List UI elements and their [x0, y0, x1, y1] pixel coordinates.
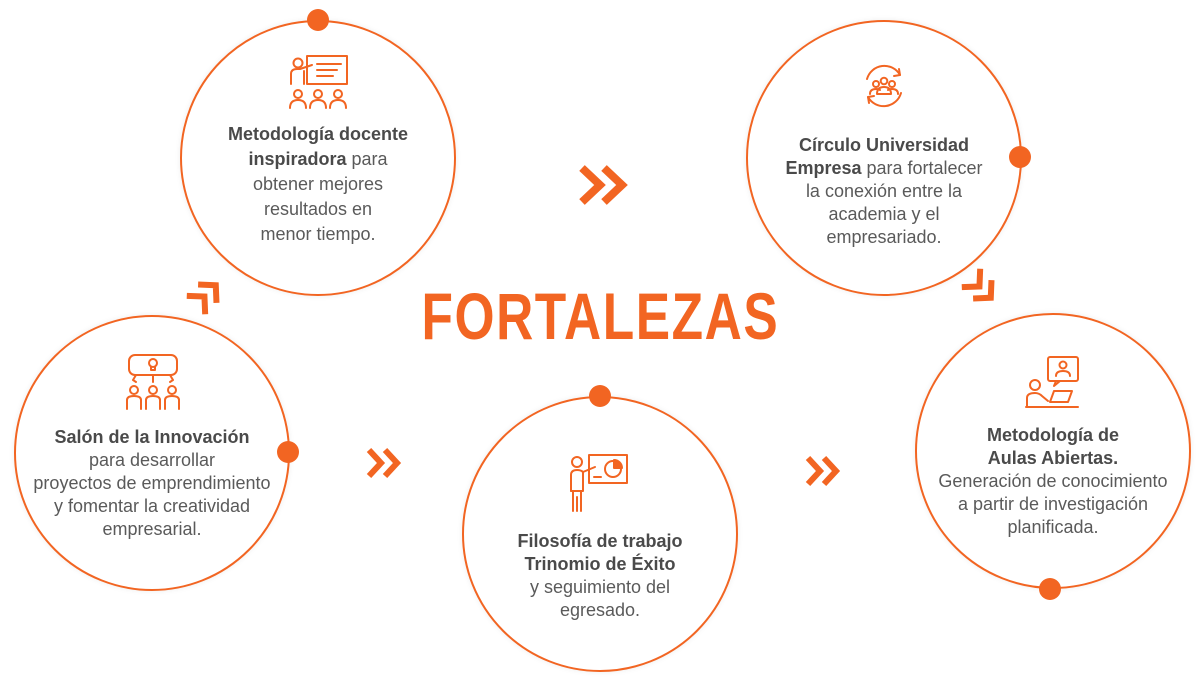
text-line: empresarial.: [102, 519, 202, 539]
text-circulo-universidad-empresa: Círculo Universidad Empresa para fortale…: [746, 134, 1022, 249]
accent-dot: [589, 385, 611, 407]
text-line: Metodología docente: [228, 124, 408, 144]
presenter-chart-icon: [567, 453, 629, 513]
text-line: obtener mejores: [252, 174, 384, 194]
circle-filosofia-trabajo: [462, 396, 738, 672]
text-line: Generación de conocimiento: [938, 471, 1168, 491]
double-chevron-right-icon: [805, 455, 845, 487]
text-line: Metodología de: [987, 425, 1119, 445]
text-line: la conexión entre la: [805, 181, 963, 201]
text-salon-innovacion: Salón de la Innovación para desarrollar …: [14, 426, 290, 541]
text-line: y fomentar la creatividad: [53, 496, 251, 516]
text-line: planificada.: [1007, 517, 1099, 537]
text-line: academia y el: [828, 204, 940, 224]
accent-dot: [277, 441, 299, 463]
accent-dot: [1009, 146, 1031, 168]
accent-dot: [307, 9, 329, 31]
text-line: Círculo Universidad: [798, 135, 970, 155]
text-metodologia-docente: Metodología docente inspiradora para obt…: [180, 122, 456, 247]
double-chevron-right-icon: [577, 164, 633, 206]
text-line: Trinomio de Éxito: [524, 554, 676, 574]
accent-dot: [1039, 578, 1061, 600]
online-class-icon: [1024, 355, 1080, 409]
idea-team-icon: [124, 353, 182, 411]
text-aulas-abiertas: Metodología de Aulas Abiertas. Generació…: [915, 424, 1191, 539]
double-chevron-down-right-icon: [958, 265, 1009, 316]
circle-metodologia-docente: [180, 20, 456, 296]
text-line: resultados en: [263, 199, 373, 219]
text-line: Filosofía de trabajo: [517, 531, 683, 551]
text-line: inspiradora para: [248, 149, 388, 169]
text-line: Aulas Abiertas.: [987, 448, 1119, 468]
teacher-presentation-icon: [287, 54, 349, 110]
text-filosofia-trabajo: Filosofía de trabajo Trinomio de Éxito y…: [462, 530, 738, 622]
page-title: FORTALEZAS: [421, 279, 779, 353]
double-chevron-right-icon: [366, 447, 406, 479]
circle-aulas-abiertas: [915, 313, 1191, 589]
text-line: proyectos de emprendimiento: [33, 473, 271, 493]
text-line: a partir de investigación: [957, 494, 1149, 514]
text-line: Salón de la Innovación: [54, 427, 250, 447]
text-line: empresariado.: [826, 227, 942, 247]
text-line: menor tiempo.: [260, 224, 376, 244]
circle-salon-innovacion: [14, 315, 290, 591]
double-chevron-up-right-icon: [183, 268, 234, 319]
text-line: egresado.: [559, 600, 641, 620]
text-line: para desarrollar: [88, 450, 216, 470]
team-cycle-icon: [859, 61, 909, 111]
text-line: Empresa para fortalecer: [785, 158, 983, 178]
text-line: y seguimiento del: [529, 577, 671, 597]
